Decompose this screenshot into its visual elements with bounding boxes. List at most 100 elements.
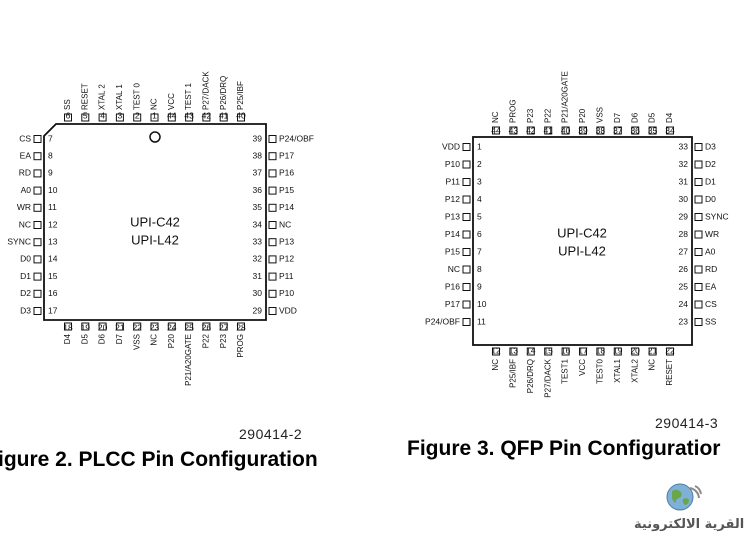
plcc-pin-38-label: P17: [279, 150, 294, 160]
plcc-pin-8-label: EA: [20, 150, 32, 160]
qfp-pin-6-label: P14: [445, 229, 460, 239]
plcc-pin-17-number: 17: [48, 305, 58, 315]
qfp-pin-19-pad: [613, 347, 622, 356]
qfp-pin-29-number: 29: [679, 211, 689, 221]
qfp-pin-27-number: 27: [679, 246, 689, 256]
qfp-pin-20-number: 20: [630, 345, 640, 355]
plcc-pin-8-number: 8: [48, 150, 53, 160]
qfp-pin-1-pad: [462, 143, 471, 151]
plcc-pin-14-label: D0: [20, 254, 31, 264]
qfp-pin-32-number: 32: [679, 159, 689, 169]
qfp-pin-42-label: P23: [526, 108, 535, 123]
plcc-pin-7-number: 7: [48, 133, 53, 143]
plcc-pin-18-pad: [64, 322, 72, 331]
plcc-pin-22-number: 22: [132, 322, 142, 332]
plcc-pin-37-pad: [268, 169, 277, 178]
qfp-pin-4-number: 4: [477, 194, 482, 204]
qfp-pin-42-number: 42: [526, 125, 536, 135]
plcc-pin1-indicator: [149, 131, 161, 143]
qfp-pin-40-pad: [561, 126, 570, 135]
qfp-pin-13-label: P25/IBF: [509, 359, 518, 388]
plcc-pin-36-label: P15: [279, 185, 294, 195]
qfp-pin-37-number: 37: [613, 125, 623, 135]
qfp-pin-28-pad: [694, 230, 703, 239]
plcc-pin-2-pad: [133, 113, 142, 122]
qfp-pin-37-label: D7: [613, 112, 622, 123]
qfp-pin-32-label: D2: [705, 159, 716, 169]
qfp-pin-16-pad: [561, 347, 570, 356]
plcc-pin-4-pad: [98, 113, 107, 122]
plcc-pin-21-pad: [115, 322, 124, 331]
plcc-pin-39-pad: [268, 135, 277, 143]
qfp-pin-44-label: NC: [491, 111, 500, 123]
qfp-pin-3-number: 3: [477, 176, 482, 186]
plcc-pin-14-pad: [33, 255, 42, 264]
qfp-pin-40-number: 40: [561, 125, 571, 135]
plcc-pin-23-label: NC: [150, 334, 159, 346]
qfp-pin-13-number: 13: [509, 345, 519, 355]
plcc-pin-42-pad: [202, 113, 211, 122]
qfp-pin-6-number: 6: [477, 229, 482, 239]
qfp-pin-4-pad: [462, 195, 471, 204]
plcc-pin-42-number: 42: [202, 110, 212, 120]
plcc-package-body: [43, 123, 267, 321]
qfp-pin-16-label: TEST1: [561, 358, 570, 383]
qfp-pin-9-label: P16: [445, 281, 460, 291]
plcc-pin-22-label: VSS: [132, 334, 141, 350]
plcc-figure-reference: 290414-2: [239, 426, 303, 442]
plcc-pin-23-number: 23: [150, 322, 160, 332]
qfp-pin-42-pad: [526, 126, 535, 135]
qfp-pin-12-number: 12: [491, 345, 501, 355]
qfp-pin-40-label: P21/A20GATE: [561, 71, 570, 123]
plcc-pin-43-number: 43: [184, 110, 194, 120]
qfp-pin-18-label: TEST0: [596, 358, 605, 383]
plcc-pin-37-label: P16: [279, 168, 294, 178]
qfp-pin-24-pad: [694, 300, 703, 309]
plcc-pin-1-label: NC: [150, 98, 159, 110]
plcc-pin-19-number: 19: [81, 322, 91, 332]
qfp-pin-2-pad: [462, 160, 471, 169]
qfp-pin-11-pad: [462, 318, 471, 326]
qfp-pin-19-label: XTAL1: [613, 358, 622, 382]
plcc-pin-7-label: CS: [19, 133, 31, 143]
qfp-pin-33-label: D3: [705, 141, 716, 151]
plcc-pin-10-label: A0: [21, 185, 32, 195]
qfp-pin-27-pad: [694, 248, 703, 256]
plcc-pin-24-number: 24: [167, 322, 177, 332]
plcc-pin-41-pad: [219, 113, 228, 122]
qfp-pin-30-label: D0: [705, 194, 716, 204]
plcc-pin-44-pad: [167, 113, 176, 122]
qfp-pin-38-label: VSS: [596, 107, 605, 123]
qfp-pin-25-pad: [694, 283, 703, 291]
qfp-pin-33-number: 33: [679, 141, 689, 151]
plcc-pin-18-number: 18: [63, 322, 73, 332]
qfp-pin-28-label: WR: [705, 229, 719, 239]
plcc-pin-9-number: 9: [48, 168, 53, 178]
qfp-pin-1-label: VDD: [442, 141, 460, 151]
plcc-pin-16-label: D2: [20, 288, 31, 298]
qfp-pin-34-label: D4: [665, 112, 674, 123]
plcc-pin-38-number: 38: [253, 150, 263, 160]
qfp-pin-36-pad: [631, 126, 640, 135]
qfp-pin-26-number: 26: [679, 264, 689, 274]
qfp-pin-27-label: A0: [705, 246, 716, 256]
qfp-pin-12-pad: [492, 347, 500, 356]
qfp-pin-2-number: 2: [477, 159, 482, 169]
qfp-pin-31-label: D1: [705, 176, 716, 186]
plcc-pin-28-pad: [237, 322, 245, 331]
qfp-pin-31-pad: [694, 178, 703, 186]
plcc-pin-12-number: 12: [48, 219, 58, 229]
plcc-pin-7-pad: [33, 135, 42, 143]
plcc-pin-26-pad: [202, 322, 211, 331]
qfp-pin-18-pad: [596, 347, 605, 356]
qfp-package-body: [472, 136, 693, 346]
plcc-pin-12-label: NC: [19, 219, 31, 229]
plcc-pin-17-label: D3: [20, 305, 31, 315]
qfp-pin-36-number: 36: [630, 125, 640, 135]
qfp-pin-12-label: NC: [491, 359, 500, 371]
qfp-pin-17-label: VCC: [578, 359, 587, 376]
qfp-package-diagram: UPI-C42UPI-L4244NC43PROG42P2341P2240P21/…: [425, 71, 729, 398]
plcc-pin-40-pad: [237, 113, 245, 122]
qfp-pin-41-pad: [544, 126, 553, 135]
